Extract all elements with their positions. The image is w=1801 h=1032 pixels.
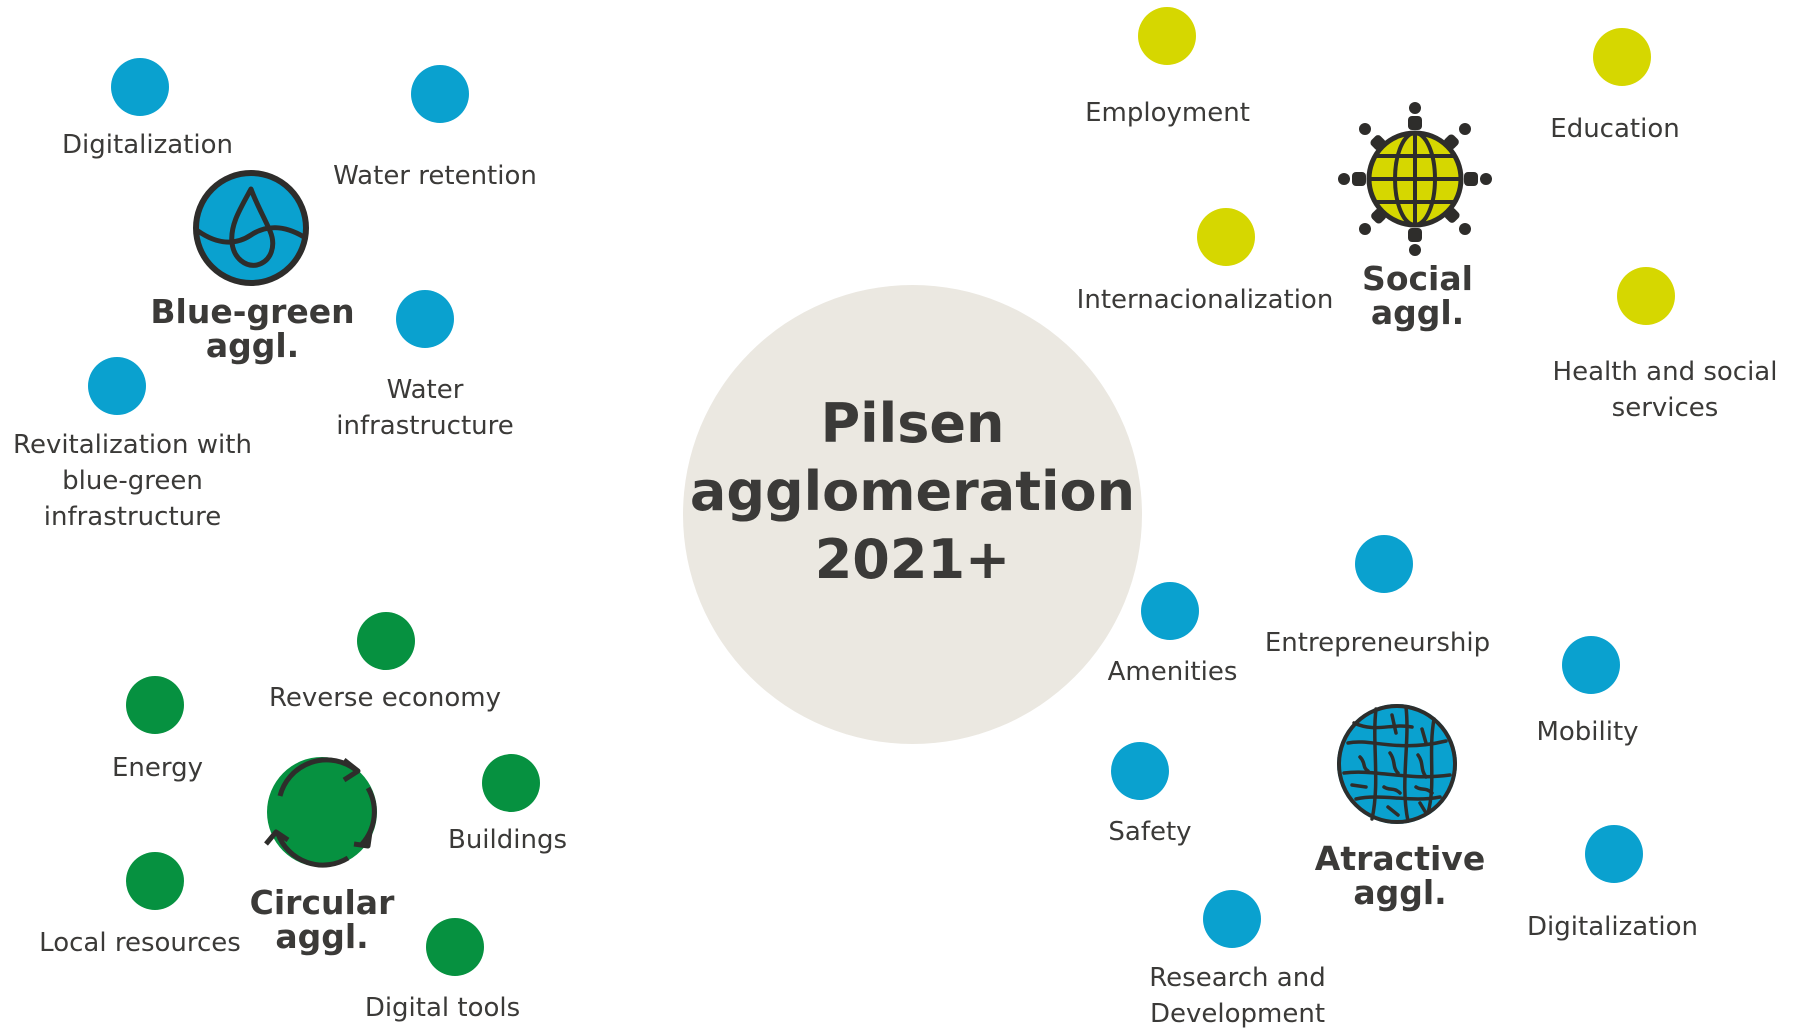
blue-green-title: Blue-green aggl.	[150, 292, 355, 365]
social-item-education: Education	[1550, 114, 1680, 144]
atractive-dot-research	[1203, 890, 1261, 948]
circular-item-digital-tools: Digital tools	[364, 993, 521, 1023]
atractive-dot-entrepreneurship	[1355, 535, 1413, 593]
center-title: Pilsen agglomeration 2021+	[689, 392, 1136, 591]
atractive-dot-mobility	[1562, 636, 1620, 694]
blue-green-dot-water-infrastructure	[396, 290, 454, 348]
atractive-dot-safety	[1111, 742, 1169, 800]
circular-dot-energy	[126, 676, 184, 734]
atractive-title: Atractive aggl.	[1314, 839, 1486, 912]
circular-title: Circular aggl.	[249, 883, 395, 956]
blue-green-item-water-retention: Water retention	[333, 161, 537, 191]
social-dot-internacionalization	[1197, 208, 1255, 266]
circular-item-energy: Energy	[111, 753, 204, 783]
circular-item-local-resources: Local resources	[39, 928, 241, 958]
atractive-item-digitalization: Digitalization	[1527, 912, 1698, 942]
blue-green-dot-revitalization	[88, 357, 146, 415]
city-map-icon	[1336, 703, 1458, 825]
social-title: Social aggl.	[1362, 259, 1473, 332]
circular-item-buildings: Buildings	[447, 825, 568, 855]
recycle-arrows-icon	[258, 748, 392, 872]
blue-green-dot-water-retention	[411, 65, 469, 123]
social-dot-employment	[1138, 7, 1196, 65]
social-item-employment: Employment	[1085, 98, 1250, 128]
globe-people-icon	[1336, 100, 1494, 258]
circular-dot-digital-tools	[426, 918, 484, 976]
social-dot-health	[1617, 267, 1675, 325]
social-dot-education	[1593, 28, 1651, 86]
atractive-dot-amenities	[1141, 582, 1199, 640]
atractive-item-amenities: Amenities	[1107, 657, 1238, 687]
atractive-item-mobility: Mobility	[1536, 717, 1639, 747]
atractive-item-research: Research and Development	[1149, 963, 1326, 1029]
atractive-item-entrepreneurship: Entrepreneurship	[1264, 628, 1491, 658]
circular-item-reverse-economy: Reverse economy	[268, 683, 502, 713]
circular-dot-reverse-economy	[357, 612, 415, 670]
center-circle	[683, 285, 1142, 744]
blue-green-item-revitalization: Revitalization with blue-green infrastru…	[13, 430, 252, 532]
circular-dot-buildings	[482, 754, 540, 812]
blue-green-item-water-infrastructure: Water infrastructure	[336, 375, 514, 441]
atractive-dot-digitalization	[1585, 825, 1643, 883]
water-drop-icon	[192, 169, 310, 287]
blue-green-item-digitalization: Digitalization	[62, 130, 233, 160]
blue-green-dot-digitalization	[111, 58, 169, 116]
circular-dot-local-resources	[126, 852, 184, 910]
social-item-internacionalization: Internacionalization	[1076, 285, 1334, 315]
social-item-health: Health and social services	[1552, 357, 1778, 423]
atractive-item-safety: Safety	[1108, 817, 1192, 847]
